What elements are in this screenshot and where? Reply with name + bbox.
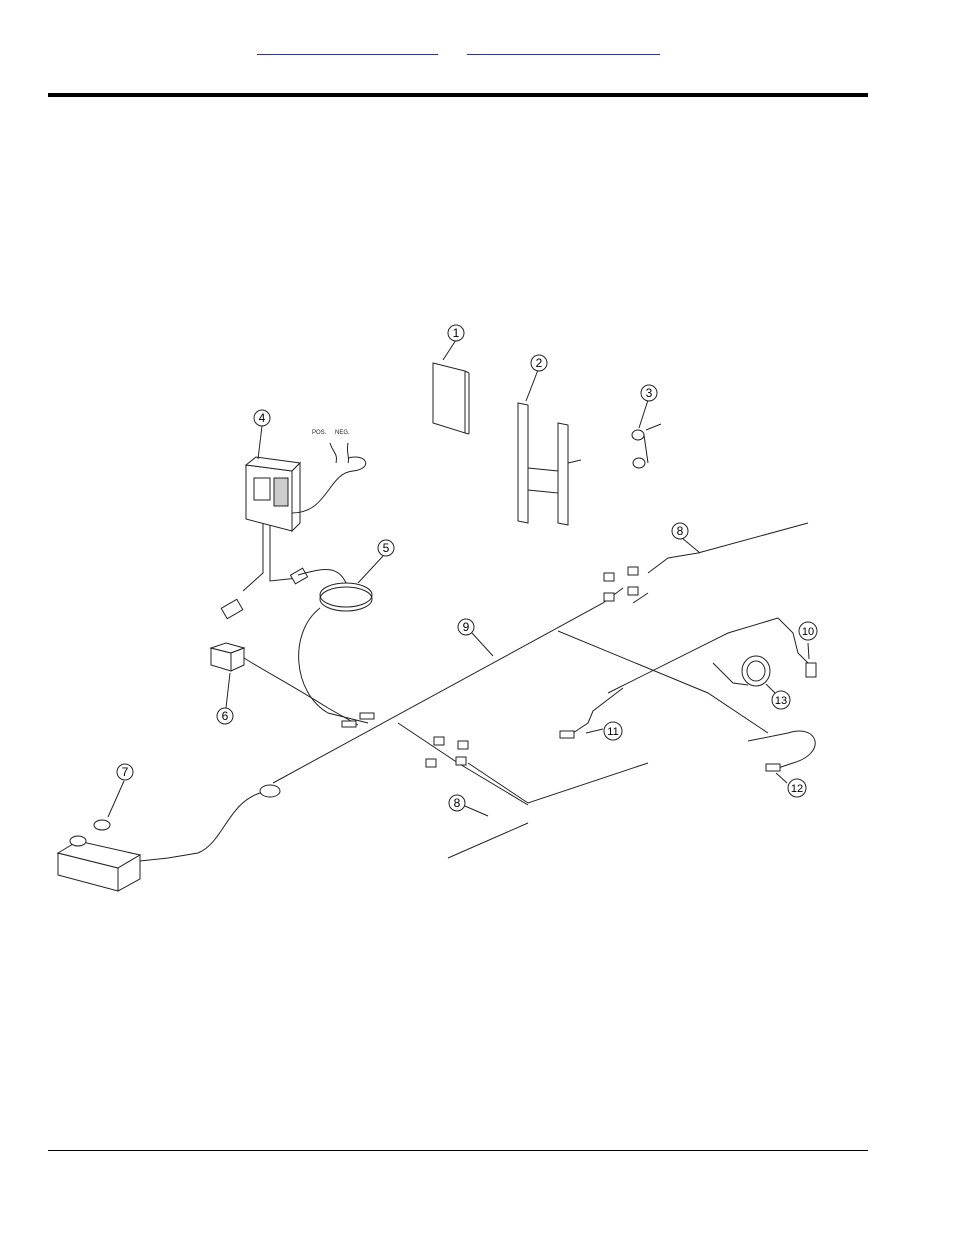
- svg-text:6: 6: [222, 709, 229, 723]
- part-manual: [433, 363, 469, 434]
- callout-10: 10: [799, 622, 817, 640]
- callout-6: 6: [217, 708, 233, 724]
- part-pickup-ring: [713, 656, 770, 686]
- callout-12: 12: [788, 779, 806, 797]
- leader-5: [358, 556, 383, 583]
- leader-3: [639, 400, 648, 428]
- leader-6: [226, 673, 230, 708]
- svg-text:9: 9: [463, 620, 470, 634]
- leader-1: [443, 340, 456, 360]
- leader-8a: [682, 538, 700, 553]
- callout-4: 4: [254, 410, 270, 426]
- callout-2: 2: [531, 355, 547, 371]
- part-row-harness-upper: [633, 523, 808, 603]
- part-main-harness: [168, 567, 778, 858]
- callout-1: 1: [448, 325, 464, 341]
- leader-12: [776, 773, 787, 783]
- svg-text:1: 1: [453, 326, 460, 340]
- svg-text:8: 8: [677, 524, 684, 538]
- part-row-harness-lower: [448, 763, 648, 858]
- svg-text:5: 5: [383, 541, 390, 555]
- label-neg: NEG.: [335, 430, 350, 436]
- callout-7: 7: [117, 764, 133, 780]
- part-radar-sensor: [748, 731, 815, 771]
- header-link-2[interactable]: [467, 40, 660, 55]
- part-valve-block: [58, 820, 168, 891]
- part-magnet: [632, 424, 661, 468]
- callout-3: 3: [641, 385, 657, 401]
- part-switch-box: [211, 643, 358, 725]
- callout-5: 5: [378, 540, 394, 556]
- part-extension-cable: [298, 570, 372, 723]
- svg-text:13: 13: [775, 695, 787, 707]
- leader-9: [472, 633, 493, 656]
- leader-13: [766, 684, 775, 693]
- leader-11: [586, 729, 603, 733]
- leader-4: [258, 426, 262, 459]
- leader-10: [808, 643, 809, 659]
- label-pos: POS.: [312, 430, 327, 436]
- wiring-harness-diagram: POS. NEG. 1 2 3 4 5 6 7 8 8 9 10 11 12 1…: [48, 313, 832, 905]
- leader-2: [526, 370, 538, 401]
- svg-text:12: 12: [791, 783, 803, 795]
- callout-11: 11: [604, 722, 622, 740]
- svg-text:11: 11: [607, 726, 618, 738]
- svg-text:8: 8: [454, 796, 461, 810]
- callout-9: 9: [458, 619, 474, 635]
- callout-8-lower: 8: [449, 795, 465, 811]
- svg-text:4: 4: [259, 411, 266, 425]
- svg-text:10: 10: [802, 626, 814, 638]
- callout-8-upper: 8: [672, 523, 688, 539]
- svg-text:7: 7: [122, 765, 129, 779]
- svg-text:3: 3: [646, 386, 653, 400]
- header-rule: [48, 93, 868, 97]
- leader-7: [108, 781, 124, 817]
- part-display-terminal: [221, 443, 366, 619]
- svg-text:2: 2: [536, 356, 543, 370]
- part-bracket: [518, 403, 581, 525]
- callout-13: 13: [772, 691, 790, 709]
- header-link-1[interactable]: [257, 40, 438, 55]
- footer-rule: [48, 1150, 868, 1151]
